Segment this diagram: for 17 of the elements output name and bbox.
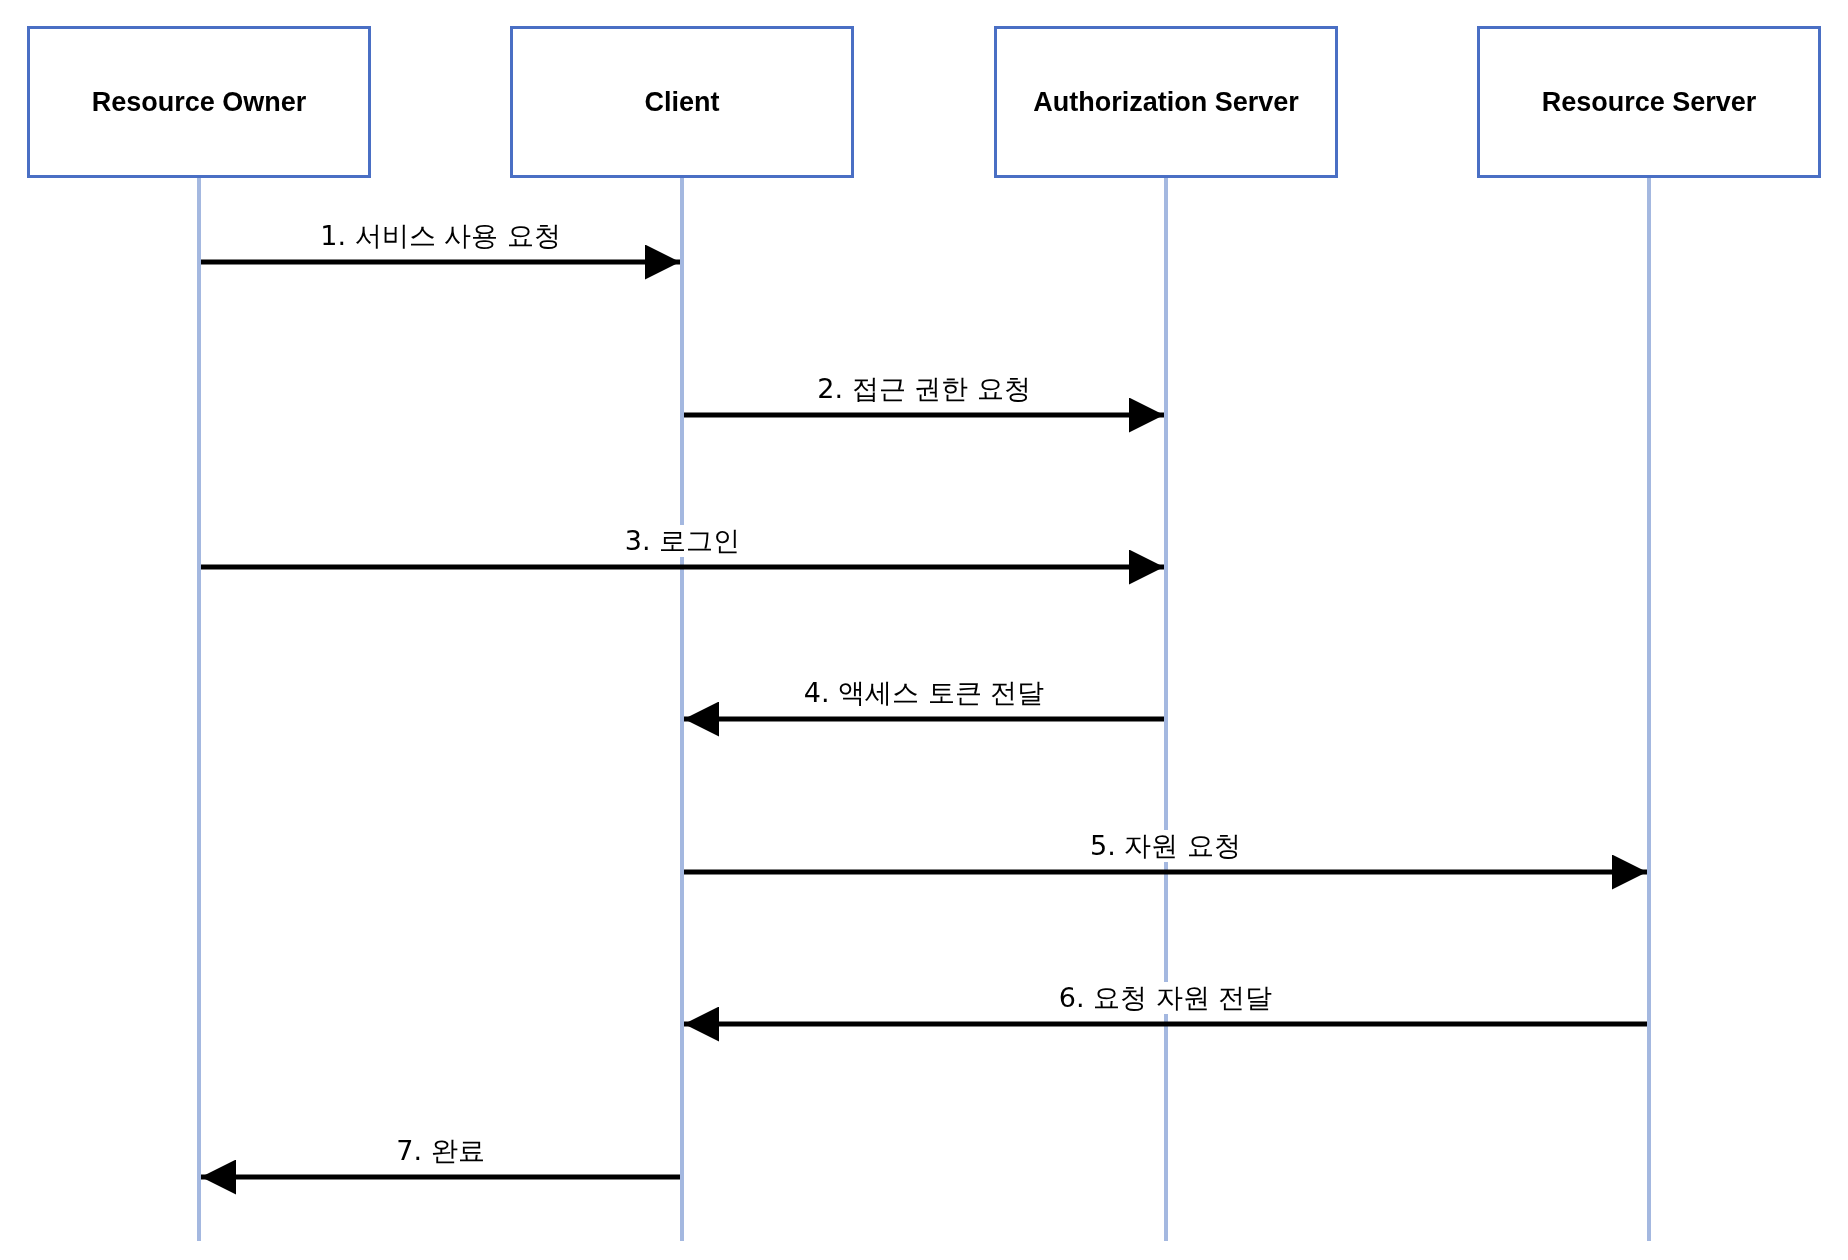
message-arrow xyxy=(684,701,1164,737)
participant-name: Authorization Server xyxy=(1033,86,1299,118)
message-arrow xyxy=(201,549,1164,585)
participant-box xyxy=(27,26,371,178)
lifeline xyxy=(1647,178,1651,1241)
participant-box xyxy=(994,26,1338,178)
participant-box xyxy=(510,26,854,178)
message-arrow xyxy=(201,1159,680,1195)
message-arrow xyxy=(684,1006,1647,1042)
participant-name: Resource Owner xyxy=(91,86,307,118)
message-arrow xyxy=(684,854,1647,890)
participant-box xyxy=(1477,26,1821,178)
message-arrow xyxy=(684,397,1164,433)
lifeline xyxy=(197,178,201,1241)
participant-name: Client xyxy=(644,86,720,118)
message-arrow xyxy=(201,244,680,280)
participant-name: Resource Server xyxy=(1541,86,1757,118)
